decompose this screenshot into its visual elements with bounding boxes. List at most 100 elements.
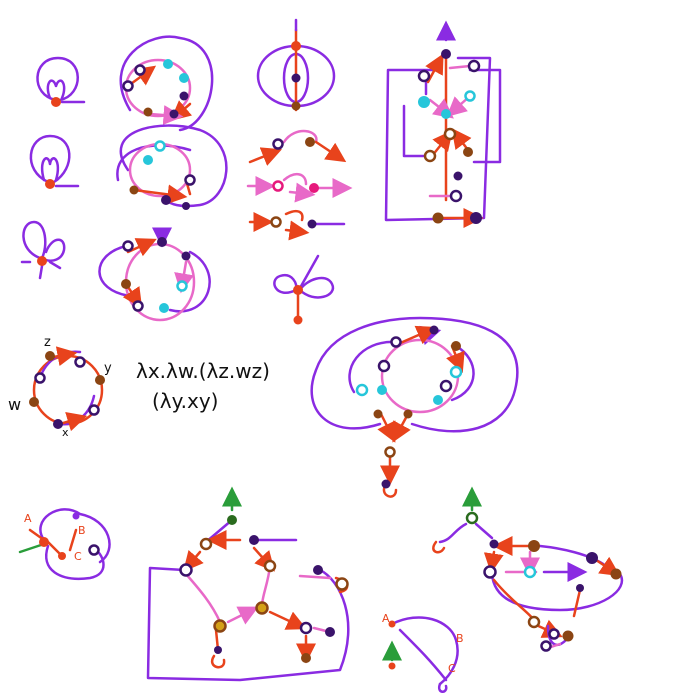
node <box>199 537 213 551</box>
node <box>143 107 153 117</box>
node <box>143 155 153 165</box>
node <box>88 404 100 416</box>
node <box>384 446 396 458</box>
node <box>154 140 166 152</box>
node <box>523 565 537 579</box>
node <box>433 395 443 405</box>
label-c-2: C <box>448 662 456 675</box>
node <box>432 212 444 224</box>
bottom-graph-figure <box>146 486 350 682</box>
node <box>169 109 179 119</box>
node <box>255 601 269 615</box>
node <box>53 419 63 429</box>
node <box>441 109 451 119</box>
node <box>586 552 598 564</box>
node <box>291 73 301 83</box>
node <box>423 149 437 163</box>
node <box>72 512 80 520</box>
node <box>157 237 167 247</box>
node <box>299 621 313 635</box>
node <box>301 653 311 663</box>
circle-figure <box>256 18 336 112</box>
var-z-label: z <box>44 335 51 350</box>
node <box>263 559 277 573</box>
node <box>463 147 473 157</box>
arrow-pairs-figure <box>246 129 353 241</box>
node <box>159 303 169 313</box>
cycle-figure-top <box>119 35 214 132</box>
node <box>443 127 457 141</box>
node <box>465 511 479 525</box>
node <box>95 375 105 385</box>
node <box>451 341 461 351</box>
node <box>179 91 189 101</box>
label-b-1: B <box>78 524 86 537</box>
node <box>355 383 369 397</box>
node <box>313 565 323 575</box>
node <box>439 379 453 393</box>
node <box>309 183 319 193</box>
node <box>293 315 303 325</box>
node <box>307 219 317 229</box>
node <box>540 640 552 652</box>
node <box>39 537 49 547</box>
node <box>335 577 349 591</box>
node <box>163 59 173 69</box>
node <box>305 137 315 147</box>
node <box>467 59 481 73</box>
node <box>272 138 284 150</box>
node <box>576 584 584 592</box>
lambda-expression-line-1: λx.λw.(λz.wz) <box>136 359 270 383</box>
node <box>45 351 55 361</box>
node <box>449 365 463 379</box>
node <box>449 189 463 203</box>
node <box>37 256 47 266</box>
node <box>489 539 499 549</box>
node <box>441 49 451 59</box>
node <box>388 662 396 670</box>
label-b-2: B <box>456 632 464 645</box>
node <box>134 64 146 76</box>
node <box>176 280 188 292</box>
node <box>291 41 301 51</box>
node <box>293 285 303 295</box>
loop-figure-2 <box>29 134 80 189</box>
label-a-2: A <box>382 612 390 625</box>
node <box>325 627 335 637</box>
node <box>470 212 482 224</box>
node <box>464 90 476 102</box>
oval-graph-figure <box>310 316 519 498</box>
node <box>58 552 66 560</box>
node <box>51 97 61 107</box>
node <box>562 630 574 642</box>
node <box>270 216 282 228</box>
node <box>548 628 560 640</box>
cycle-figure-bottom <box>98 227 211 322</box>
node <box>610 568 622 580</box>
node <box>429 325 439 335</box>
loop-figure-3 <box>20 220 66 280</box>
node <box>453 171 463 181</box>
lambda-expression-line-2: (λy.xy) <box>152 389 218 413</box>
node <box>88 544 100 556</box>
node <box>227 515 237 525</box>
petal-figure <box>273 254 335 325</box>
cycle-figure-middle <box>116 124 228 210</box>
node <box>291 101 301 111</box>
node <box>483 565 497 579</box>
node <box>272 180 284 192</box>
node <box>29 397 39 407</box>
loop-figure-1 <box>36 56 86 107</box>
node <box>213 619 227 633</box>
node <box>377 385 387 395</box>
node <box>377 359 391 373</box>
node <box>122 80 134 92</box>
rectangular-graph-figure <box>384 20 502 228</box>
node <box>181 251 191 261</box>
node <box>388 620 396 628</box>
node <box>403 409 413 419</box>
labelled-cycle-figure <box>29 346 105 432</box>
node <box>129 185 139 195</box>
node <box>45 179 55 189</box>
